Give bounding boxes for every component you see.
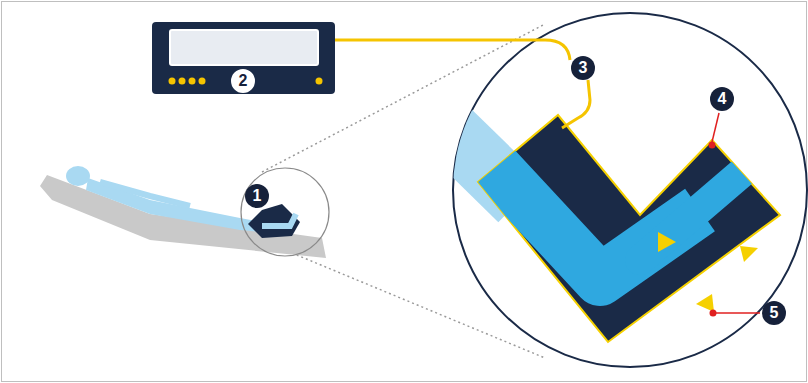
monitor-screen <box>170 30 318 65</box>
monitor-device <box>152 22 335 94</box>
callout-number: 4 <box>710 87 734 111</box>
boot <box>248 204 300 238</box>
foot <box>262 214 296 226</box>
sensor-pad <box>658 232 758 312</box>
leader-line <box>716 312 760 314</box>
cable <box>562 80 590 128</box>
bed <box>40 175 326 258</box>
patient <box>66 166 262 232</box>
cable <box>335 40 570 60</box>
callout-number: 2 <box>231 69 255 93</box>
leader-line <box>712 113 719 142</box>
zoom-view <box>453 13 807 367</box>
callout-number: 3 <box>571 56 595 80</box>
leg <box>470 140 700 280</box>
sensor-dot <box>709 142 716 149</box>
sensor-dot <box>710 310 717 317</box>
foot <box>640 170 745 260</box>
zoom-marker <box>241 168 329 256</box>
callout-number: 5 <box>762 301 786 325</box>
callout-number: 1 <box>245 184 269 208</box>
